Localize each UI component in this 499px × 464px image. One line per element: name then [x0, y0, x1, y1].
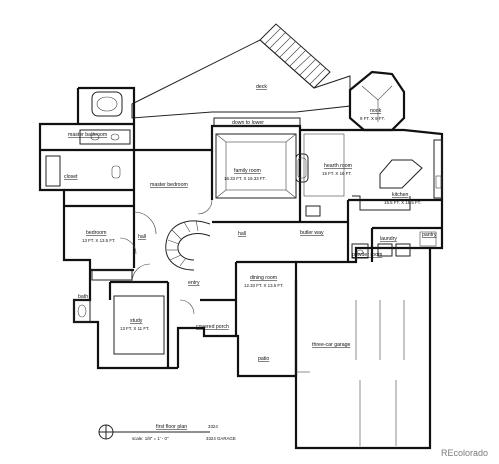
- kitchen-label: kitchen: [392, 192, 409, 198]
- butler-way-label: butler way: [300, 230, 324, 236]
- room-labels: deck down to lower nook 9 FT. X 9 FT. ma…: [64, 84, 437, 362]
- watermark: REcolorado: [441, 448, 488, 458]
- deck-label: deck: [256, 84, 267, 90]
- master-bedroom-label: master bedroom: [150, 182, 188, 188]
- plan-area: 3324: [208, 424, 218, 429]
- closet-label: closet: [64, 174, 78, 180]
- curved-staircase: [165, 219, 211, 271]
- bath-fixtures: [73, 269, 133, 323]
- garage-label: three-car garage: [312, 342, 350, 348]
- title-block: first floor plan scale: 1/8" = 1' - 0" 3…: [132, 424, 236, 441]
- laundry-label: laundry: [380, 236, 397, 242]
- family-room-label: family room: [234, 168, 261, 174]
- powder-room-fixtures: [351, 243, 369, 259]
- butler-way-cabinet: [305, 205, 321, 217]
- family-room-ceiling: [213, 117, 301, 199]
- master-bath-fixtures: [45, 91, 131, 187]
- plan-scale: scale: 1/8" = 1' - 0": [132, 436, 169, 441]
- laundry-fixtures: [377, 231, 437, 257]
- fireplace: [295, 153, 309, 183]
- hearth-room-dim: 15 FT. X 16 FT.: [322, 171, 352, 176]
- garage-detail: [296, 300, 405, 446]
- north-arrow-icon: [98, 424, 210, 440]
- covered-porch-label: covered porch: [196, 324, 229, 330]
- bedroom-label: bedroom: [86, 230, 106, 236]
- plan-garage-area: 3324 GARAGE: [206, 436, 236, 441]
- hall-left-label: hall: [138, 234, 146, 240]
- hall-center-label: hall: [238, 231, 246, 237]
- plan-name: first floor plan: [156, 424, 187, 430]
- study-outline: [113, 295, 165, 355]
- nook-label: nook: [370, 108, 382, 114]
- kitchen-counters: [352, 139, 443, 211]
- nook-dim: 9 FT. X 9 FT.: [360, 116, 385, 121]
- patio-label: patio: [258, 356, 269, 362]
- master-bathroom-label: master bathroom: [68, 132, 107, 138]
- hearth-room-ceiling: [303, 133, 345, 197]
- interior-walls: [40, 122, 442, 368]
- deck-stairs: [259, 23, 331, 89]
- nook-outline: [348, 70, 406, 132]
- dining-room-label: dining room: [250, 275, 277, 281]
- family-room-dim: 16.33 FT. X 16.33 FT.: [224, 176, 266, 181]
- study-label: study: [130, 318, 143, 324]
- kitchen-dim: 15.5 FT. X 15.5 FT.: [384, 200, 421, 205]
- stairs-note: down to lower: [232, 120, 264, 126]
- deck-outline: [131, 39, 351, 119]
- door-swings: [119, 199, 213, 315]
- entry-label: entry: [188, 280, 200, 286]
- bedroom-dim: 13 FT. X 13.5 FT.: [82, 238, 115, 243]
- bath-label: bath: [78, 294, 88, 300]
- study-dim: 13 FT. X 11 FT.: [120, 326, 149, 331]
- powder-room-label: powder room: [352, 252, 382, 258]
- dining-room-dim: 12.33 FT. X 13.5 FT.: [244, 283, 284, 288]
- hearth-room-label: hearth room: [324, 163, 352, 169]
- pantry-label: pantry: [422, 232, 437, 238]
